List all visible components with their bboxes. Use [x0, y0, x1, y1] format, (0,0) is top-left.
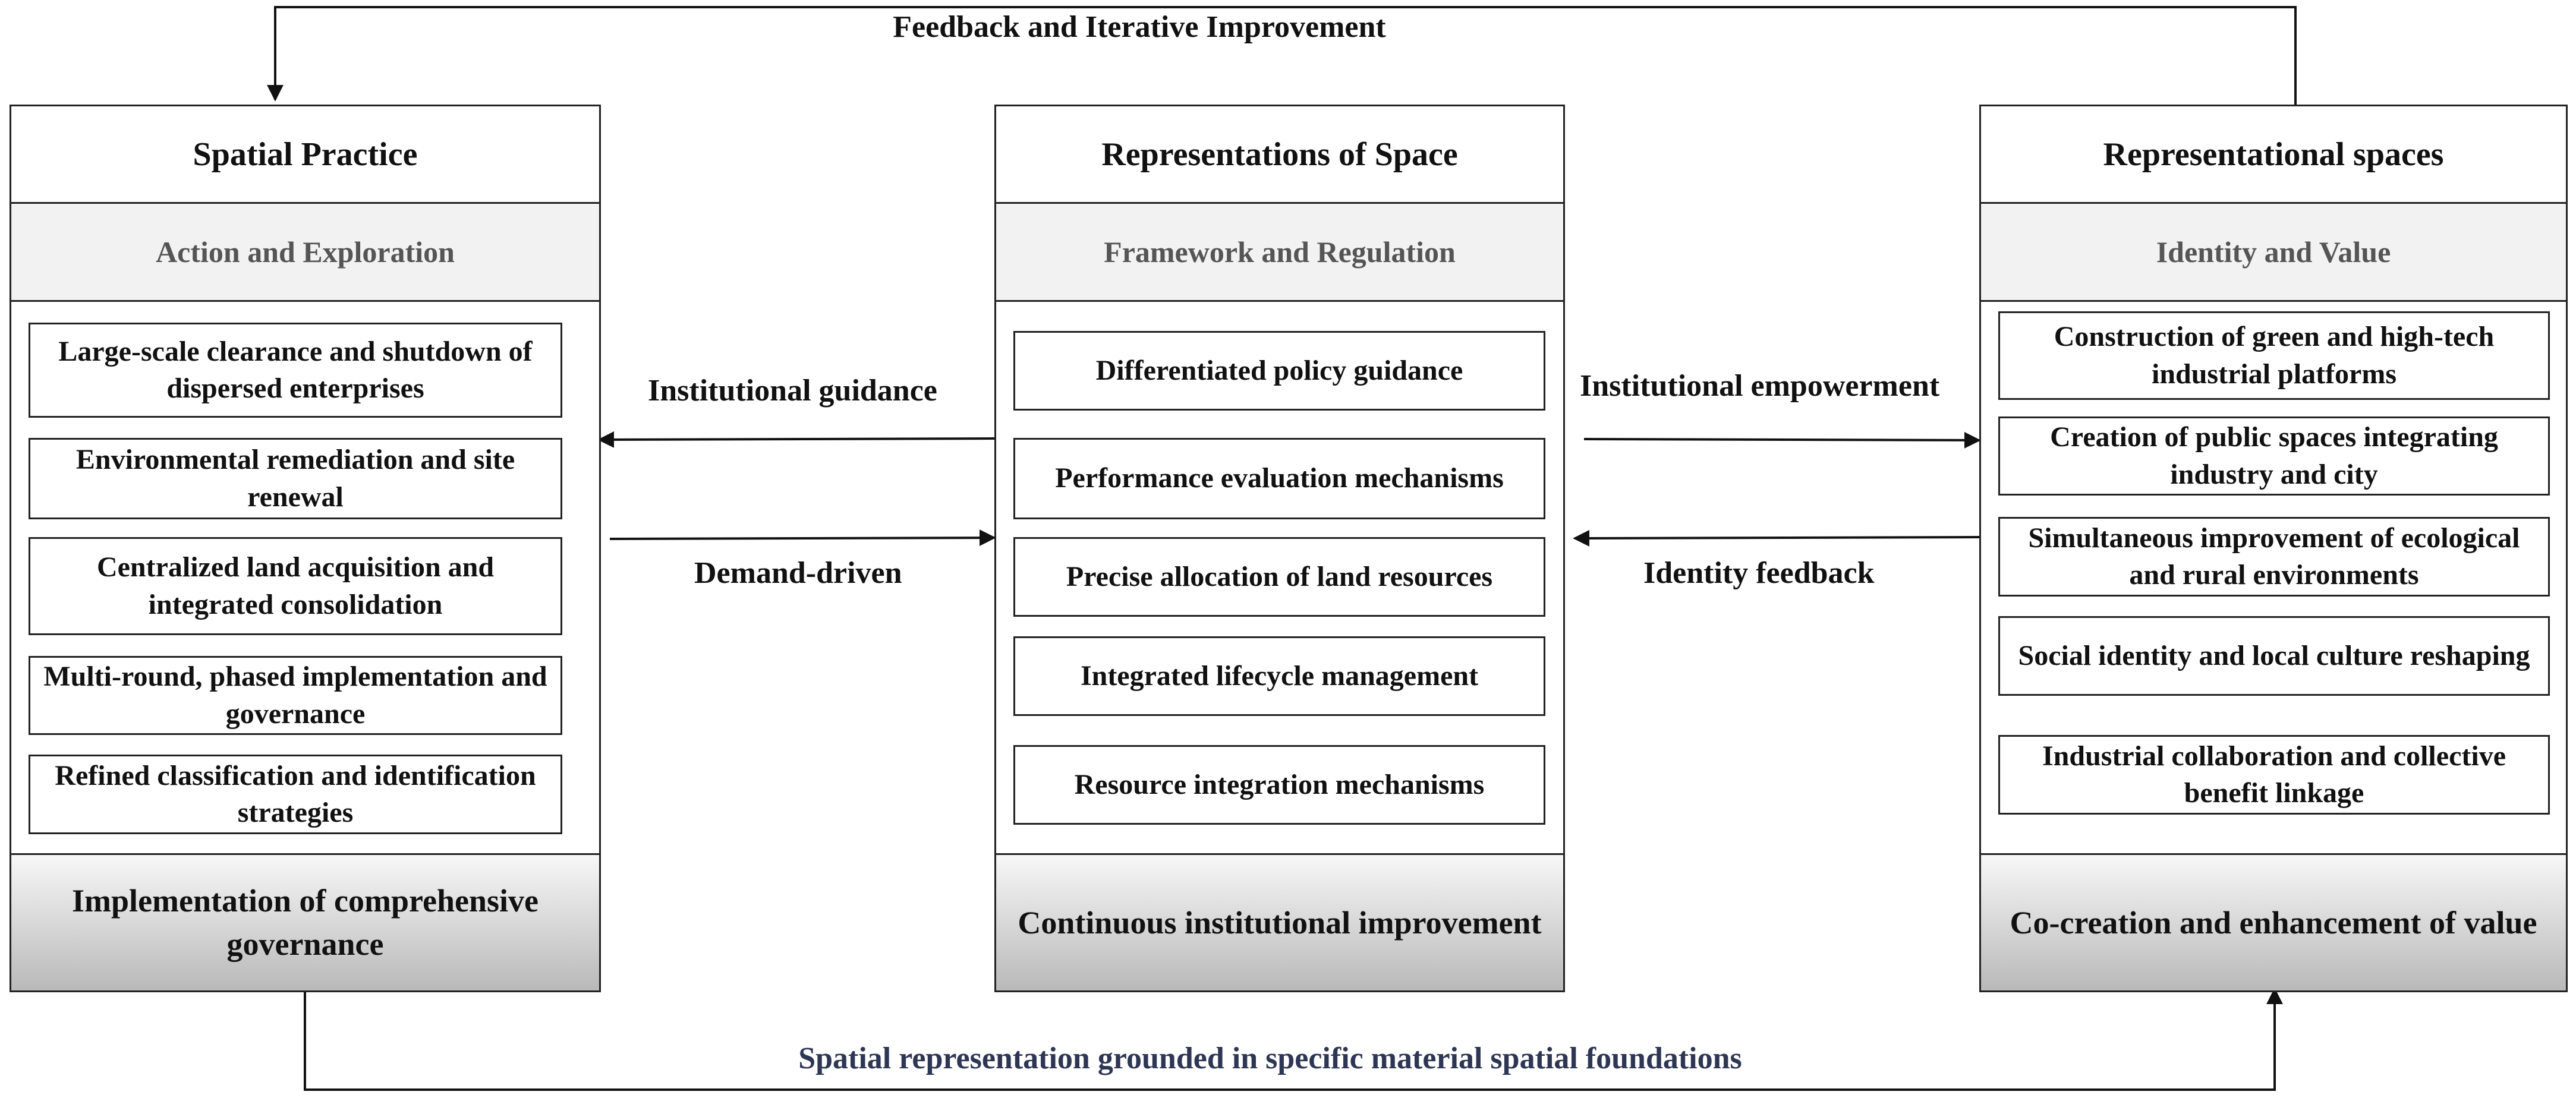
spatial-practice-subtitle: Action and Exploration — [10, 202, 601, 302]
identity-feedback-label: Identity feedback — [1643, 556, 1875, 590]
representational-spaces-title: Representational spaces — [1979, 105, 2568, 204]
representational-spaces-item: Industrial collaboration and collective … — [1998, 735, 2550, 815]
representations-of-space-title: Representations of Space — [994, 105, 1565, 204]
spatial-practice-item: Multi-round, phased implementation and g… — [29, 656, 562, 735]
representations-of-space-item: Precise allocation of land resources — [1013, 537, 1545, 617]
institutional-guidance-arrow — [597, 431, 995, 448]
grounding-loop-label: Spatial representation grounded in speci… — [798, 1042, 1742, 1075]
grounding-loop-arrow — [304, 987, 2283, 1091]
spatial-practice-title: Spatial Practice — [10, 105, 601, 204]
feedback-loop-arrow — [267, 6, 2297, 105]
identity-feedback-arrow — [1573, 529, 1980, 547]
representations-of-space-item: Resource integration mechanisms — [1013, 745, 1545, 825]
representational-spaces-subtitle: Identity and Value — [1979, 202, 2568, 302]
representational-spaces-item: Social identity and local culture reshap… — [1998, 616, 2550, 696]
spatial-practice-item: Refined classification and identificatio… — [29, 755, 562, 834]
spatial-practice-item: Centralized land acquisition and integra… — [29, 537, 562, 635]
demand-driven-label: Demand-driven — [694, 556, 902, 590]
institutional-guidance-label: Institutional guidance — [648, 374, 937, 408]
representations-of-space-item: Integrated lifecycle management — [1013, 636, 1545, 716]
institutional-empowerment-arrow — [1583, 431, 1981, 449]
demand-driven-arrow — [609, 529, 996, 547]
representational-spaces-item: Simultaneous improvement of ecological a… — [1998, 517, 2550, 597]
representations-of-space-footer: Continuous institutional improvement — [994, 853, 1565, 992]
representations-of-space-item: Differentiated policy guidance — [1013, 331, 1545, 411]
representational-spaces-footer: Co-creation and enhancement of value — [1979, 853, 2568, 992]
representations-of-space-item: Performance evaluation mechanisms — [1013, 438, 1545, 519]
representational-spaces-item: Creation of public spaces integrating in… — [1998, 417, 2550, 496]
feedback-loop-label: Feedback and Iterative Improvement — [893, 10, 1386, 44]
representations-of-space-subtitle: Framework and Regulation — [994, 202, 1565, 302]
spatial-practice-item: Large-scale clearance and shutdown of di… — [29, 323, 562, 418]
representational-spaces-item: Construction of green and high-tech indu… — [1998, 311, 2550, 400]
spatial-practice-footer: Implementation of comprehensive governan… — [10, 853, 601, 992]
institutional-empowerment-label: Institutional empowerment — [1580, 369, 1940, 403]
spatial-practice-item: Environmental remediation and site renew… — [29, 438, 562, 519]
